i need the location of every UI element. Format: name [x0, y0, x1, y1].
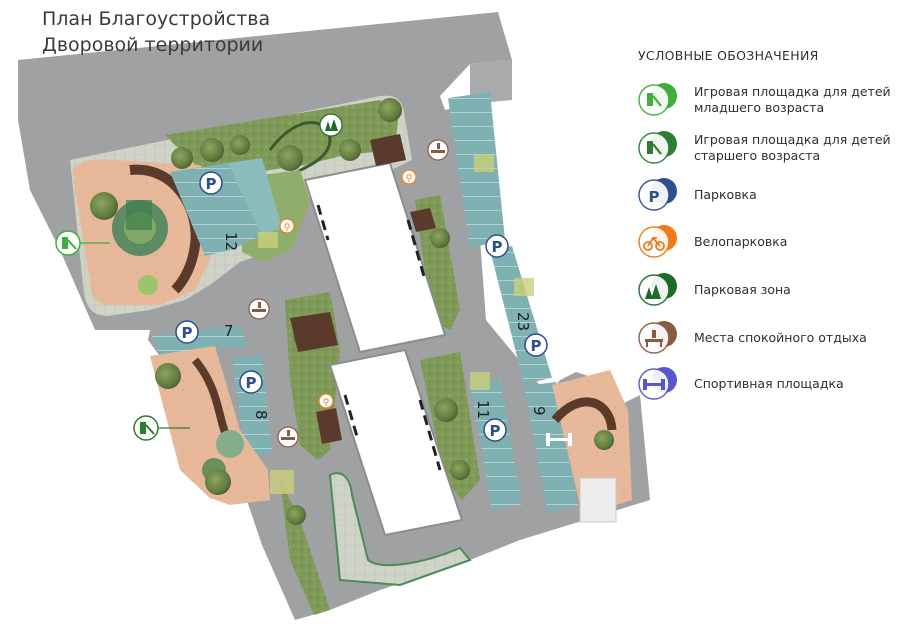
legend-label-senior-playground: Игровая площадка для детей старшего возр… — [694, 132, 891, 163]
svg-text:P: P — [206, 175, 217, 193]
svg-text:⚲: ⚲ — [323, 397, 330, 407]
plan-title-line-1: План Благоустройства — [42, 8, 271, 30]
legend-item-park-zone: Парковая зона — [636, 270, 898, 310]
legend-label-rest-area: Места спокойного отдыха — [694, 330, 867, 345]
bicycle-parking-icon: ⚲ — [401, 169, 417, 185]
bicycle-parking-icon — [638, 225, 677, 258]
legend-item-rest-area: Места спокойного отдыха — [636, 318, 898, 358]
bench-icon — [638, 321, 677, 354]
svg-text:P: P — [182, 324, 193, 342]
parking-icon: P — [199, 171, 223, 195]
parking-icon: P — [524, 333, 548, 357]
legend-label-junior-playground: Игровая площадка для детей младшего возр… — [694, 84, 891, 115]
plan-title: План Благоустройства Дворовой территории — [42, 6, 270, 58]
parking-icon: P — [239, 370, 263, 394]
svg-text:P: P — [246, 374, 257, 392]
parking-count-7: 7 — [224, 322, 234, 340]
legend-label-park-zone: Парковая зона — [694, 282, 791, 297]
plan-title-line-2: Дворовой территории — [42, 34, 264, 56]
parking-count-11: 11 — [474, 400, 492, 419]
rest-decks — [290, 134, 436, 444]
senior-playground-area — [150, 346, 270, 505]
trees — [90, 98, 614, 525]
parking-count-9: 9 — [530, 406, 548, 416]
map-symbols: P P P P P P 12 7 8 23 11 9 ⚲ ⚲ — [55, 113, 572, 494]
legend-heading: УСЛОВНЫЕ ОБОЗНАЧЕНИЯ — [638, 48, 819, 63]
parking-count-23: 23 — [514, 312, 532, 331]
legend: УСЛОВНЫЕ ОБОЗНАЧЕНИЯ Игровая площадка дл… — [636, 48, 898, 400]
legend-item-sports-ground: Спортивная площадка — [636, 364, 898, 404]
parking-icon: P — [175, 320, 199, 344]
bicycle-parking-icon: ⚲ — [279, 218, 295, 234]
parking-count-8: 8 — [252, 410, 270, 420]
playground-senior-icon — [638, 131, 677, 164]
legend-label-bicycle-parking: Велопарковка — [694, 234, 788, 249]
legend-item-parking: P Парковка — [636, 175, 898, 215]
bicycle-parking-icon: ⚲ — [318, 393, 334, 409]
bench-icon — [248, 298, 270, 320]
parking-count-12: 12 — [222, 232, 240, 251]
park-trees-icon — [319, 113, 343, 137]
dumbbell-icon — [546, 433, 572, 446]
playground-junior-icon — [638, 83, 677, 116]
legend-label-parking: Парковка — [694, 187, 757, 202]
parking-icon: P — [483, 418, 507, 442]
parking-icon: P — [638, 178, 677, 211]
parking-icon: P — [485, 234, 509, 258]
svg-text:P: P — [492, 238, 503, 256]
svg-text:P: P — [531, 337, 542, 355]
svg-text:⚲: ⚲ — [284, 222, 291, 232]
legend-label-sports-ground: Спортивная площадка — [694, 376, 844, 391]
playground-senior-icon — [133, 415, 190, 441]
junior-playground-area — [72, 159, 215, 305]
legend-item-senior-playground: Игровая площадка для детей старшего возр… — [636, 128, 898, 168]
dumbbell-icon — [638, 367, 677, 400]
bench-icon — [427, 139, 449, 161]
playground-junior-icon — [55, 230, 110, 256]
bench-icon — [277, 426, 299, 448]
bicycle-stall-icon — [258, 154, 534, 494]
residential-building — [303, 161, 464, 537]
svg-text:P: P — [490, 422, 501, 440]
svg-text:⚲: ⚲ — [406, 173, 413, 183]
sports-area — [551, 370, 632, 523]
svg-text:P: P — [649, 188, 660, 206]
park-trees-icon — [638, 273, 677, 306]
legend-item-bicycle-parking: Велопарковка — [636, 222, 898, 262]
parking-lots — [152, 92, 578, 512]
legend-item-junior-playground: Игровая площадка для детей младшего возр… — [636, 80, 898, 120]
